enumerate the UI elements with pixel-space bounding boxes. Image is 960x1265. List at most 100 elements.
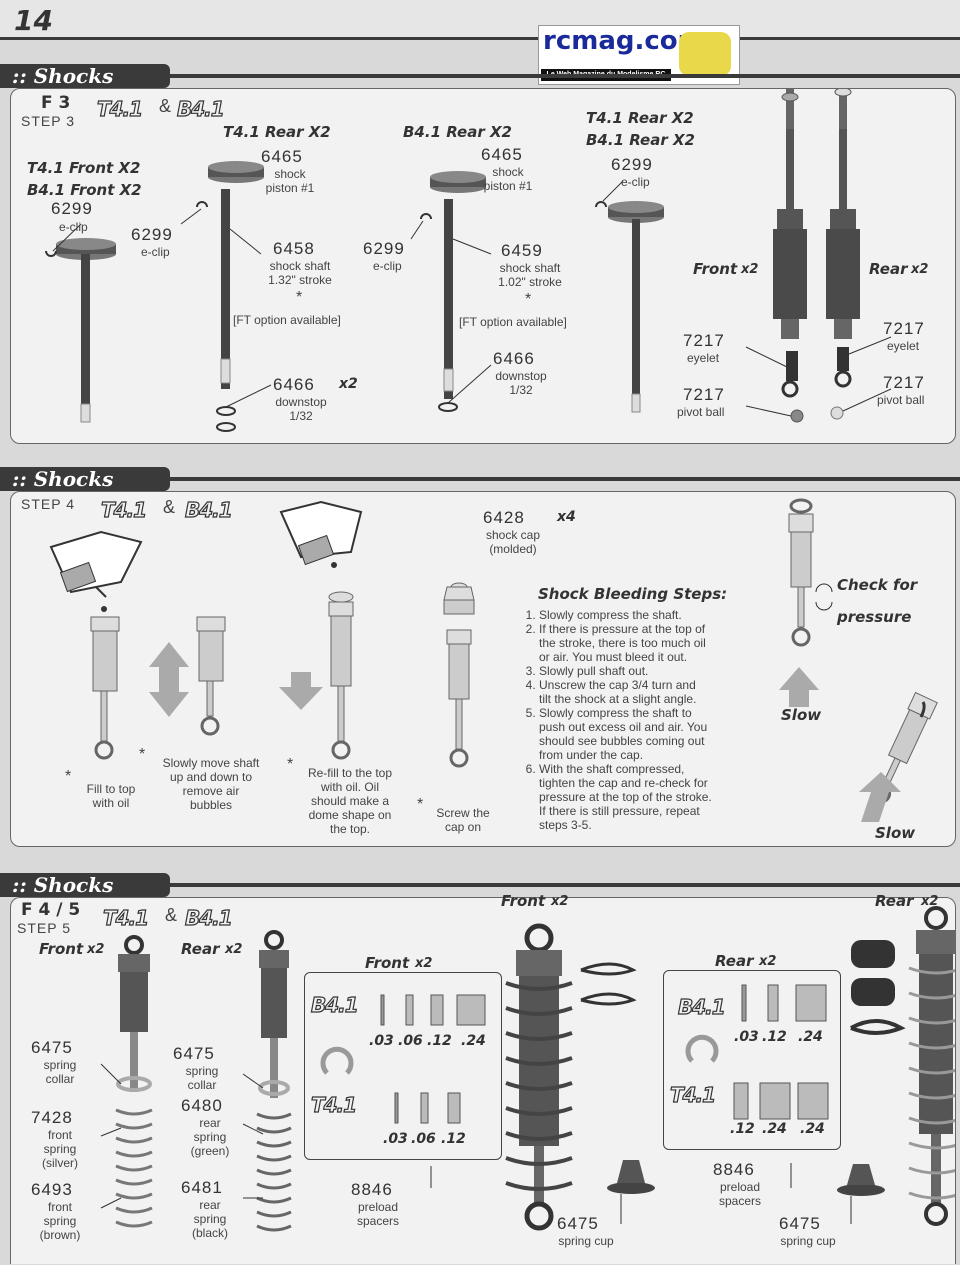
shock-fill-1 (90, 616, 120, 760)
front-spacer-box: B4.1 T4.1 .03.06.12.24 .03.06.12 (304, 972, 502, 1160)
step-3-diagram (45, 89, 892, 432)
rear-shock-label: Rear (869, 260, 908, 278)
bleed-step-line: tilt the shock at a slight angle. (539, 692, 697, 706)
front-shaft-assembly (45, 223, 116, 423)
front-quantity-small: x2 (87, 942, 105, 957)
preload-label-front-2: spacers (356, 1214, 400, 1228)
rear-spring2-number: 6481 (181, 1178, 223, 1197)
front-shock-body (745, 89, 807, 423)
front-label-large: Front (501, 892, 546, 910)
shaft-6459-label-1: shock shaft (499, 261, 561, 275)
b41-rear-shaft-assembly (410, 171, 492, 412)
shock-move-2 (196, 616, 226, 736)
collar-label-rear-1: spring (185, 1064, 219, 1078)
clip-icon (580, 962, 637, 1006)
rear-collars (850, 940, 906, 1035)
refill-label-5: the top. (329, 822, 371, 836)
shaft-6458-label-1: shock shaft (269, 259, 331, 273)
rear-spring-label-2: spring (193, 1130, 227, 1144)
leader-lines (100, 1063, 852, 1224)
check-label-1: Check for (837, 576, 918, 594)
eyelet-label-rear: eyelet (887, 339, 920, 353)
up-down-arrow-icon (149, 642, 189, 717)
preload-label-rear-2: spacers (718, 1194, 762, 1208)
panel-step-3: F 3 STEP 3 T4.1 & B4.1 T4.1 Front X2 B4.… (10, 88, 956, 444)
refill-label-1: Re-fill to the top (307, 766, 393, 780)
rear-shock-quantity: x2 (911, 262, 929, 277)
cup-number-rear: 6475 (779, 1214, 821, 1233)
downstop-number-2: 6466 (493, 349, 535, 368)
move-label-2: up and down to (169, 770, 253, 784)
panel-step-5: B4.1 T4.1 .03.06.12.24 .03.06.12 B4.1 T4… (10, 892, 956, 1264)
front-shock-label: Front (693, 260, 738, 278)
move-label-3: remove air (182, 784, 240, 798)
front-spring-number: 7428 (31, 1108, 73, 1127)
ampersand-2: & (163, 497, 176, 517)
eclip-part-number: 6299 (51, 199, 93, 218)
rear-spring-label-1: rear (199, 1116, 221, 1130)
rear-label-box: Rear (715, 952, 754, 970)
bleed-step-line: Unscrew the cap 3/4 turn and (539, 678, 696, 692)
front-shock-large (505, 923, 573, 1231)
eclip-label: e-clip (59, 220, 88, 234)
eclip-part-number-3: 6299 (363, 239, 405, 258)
eyelet-label-front: eyelet (687, 351, 720, 365)
bleed-step: With the shaft compressed,tighten the ca… (539, 762, 712, 832)
cap-label-2: (molded) (489, 542, 537, 556)
ampersand: & (159, 96, 172, 116)
piston-label-4: piston #1 (483, 179, 533, 193)
b41-rear-heading: B4.1 Rear X2 (403, 123, 512, 141)
b41-badge-2: B4.1 (184, 497, 233, 522)
front-label-box: Front (365, 954, 410, 972)
front-spring2-number: 6493 (31, 1180, 73, 1199)
bleed-step-line: Slowly compress the shaft. (539, 608, 682, 622)
cap-part-number: 6428 (483, 508, 525, 527)
bleed-step-line: Slowly pull shaft out. (539, 664, 649, 678)
step-4-diagram (49, 498, 938, 822)
front-spacers-drawing (320, 994, 486, 1124)
t41-badge-2: T4.1 (100, 497, 147, 522)
t41-badge-rear-box: T4.1 (669, 1082, 716, 1107)
pivot-number-rear: 7217 (883, 373, 925, 392)
step-5-label: STEP 5 (17, 920, 71, 936)
bleed-step-line: or air. You must bleed it out. (539, 650, 688, 664)
cap-quantity: x4 (557, 509, 576, 525)
eyelet-number-front: 7217 (683, 331, 725, 350)
up-arrow-icon (859, 772, 901, 822)
spring-cup-front (607, 1160, 655, 1194)
refill-label-2: with oil. Oil (320, 780, 379, 794)
fill-label-1: Fill to top (86, 782, 136, 796)
slow-label-2: Slow (875, 824, 916, 842)
spacer-size-label: .12 (762, 1029, 787, 1045)
shaft-6459-number: 6459 (501, 241, 543, 260)
asterisk-refill: * (287, 756, 294, 773)
move-label-1: Slowly move shaft (162, 756, 260, 770)
downstop-quantity: x2 (339, 376, 358, 392)
rear-shock-body (826, 89, 892, 420)
cup-label-rear: spring cup (780, 1234, 836, 1248)
front-quantity-large: x2 (551, 894, 569, 909)
rear-spring2-label-1: rear (199, 1198, 221, 1212)
shaft-6458-label-2: 1.32" stroke (268, 273, 332, 287)
b41-badge-3: B4.1 (184, 905, 233, 930)
rear-label-large: Rear (875, 892, 914, 910)
shaft-6459-label-2: 1.02" stroke (498, 275, 562, 289)
front-heading-b41: B4.1 Front X2 (27, 181, 142, 199)
bleed-step-line: With the shaft compressed, (539, 762, 685, 776)
section-title-3: :: Shocks (cont.) (0, 873, 170, 921)
rear-shock-large (908, 906, 955, 1226)
eyelet-number-rear: 7217 (883, 319, 925, 338)
t41-rear-shaft-assembly (180, 161, 272, 432)
pivot-label-rear: pivot ball (877, 393, 925, 407)
ft-option-1: [FT option available] (233, 313, 341, 327)
shock-cap-4 (443, 582, 475, 768)
cup-label-front: spring cup (558, 1234, 614, 1248)
slow-label-1: Slow (781, 706, 822, 724)
spacer-size-label: .06 (411, 1131, 436, 1147)
spacer-size-label: .12 (427, 1033, 452, 1049)
front-spring-label-2: spring (43, 1142, 77, 1156)
ft-option-2: [FT option available] (459, 315, 567, 329)
t41-badge: T4.1 (96, 96, 143, 121)
rear-shaft-assembly (595, 180, 664, 413)
